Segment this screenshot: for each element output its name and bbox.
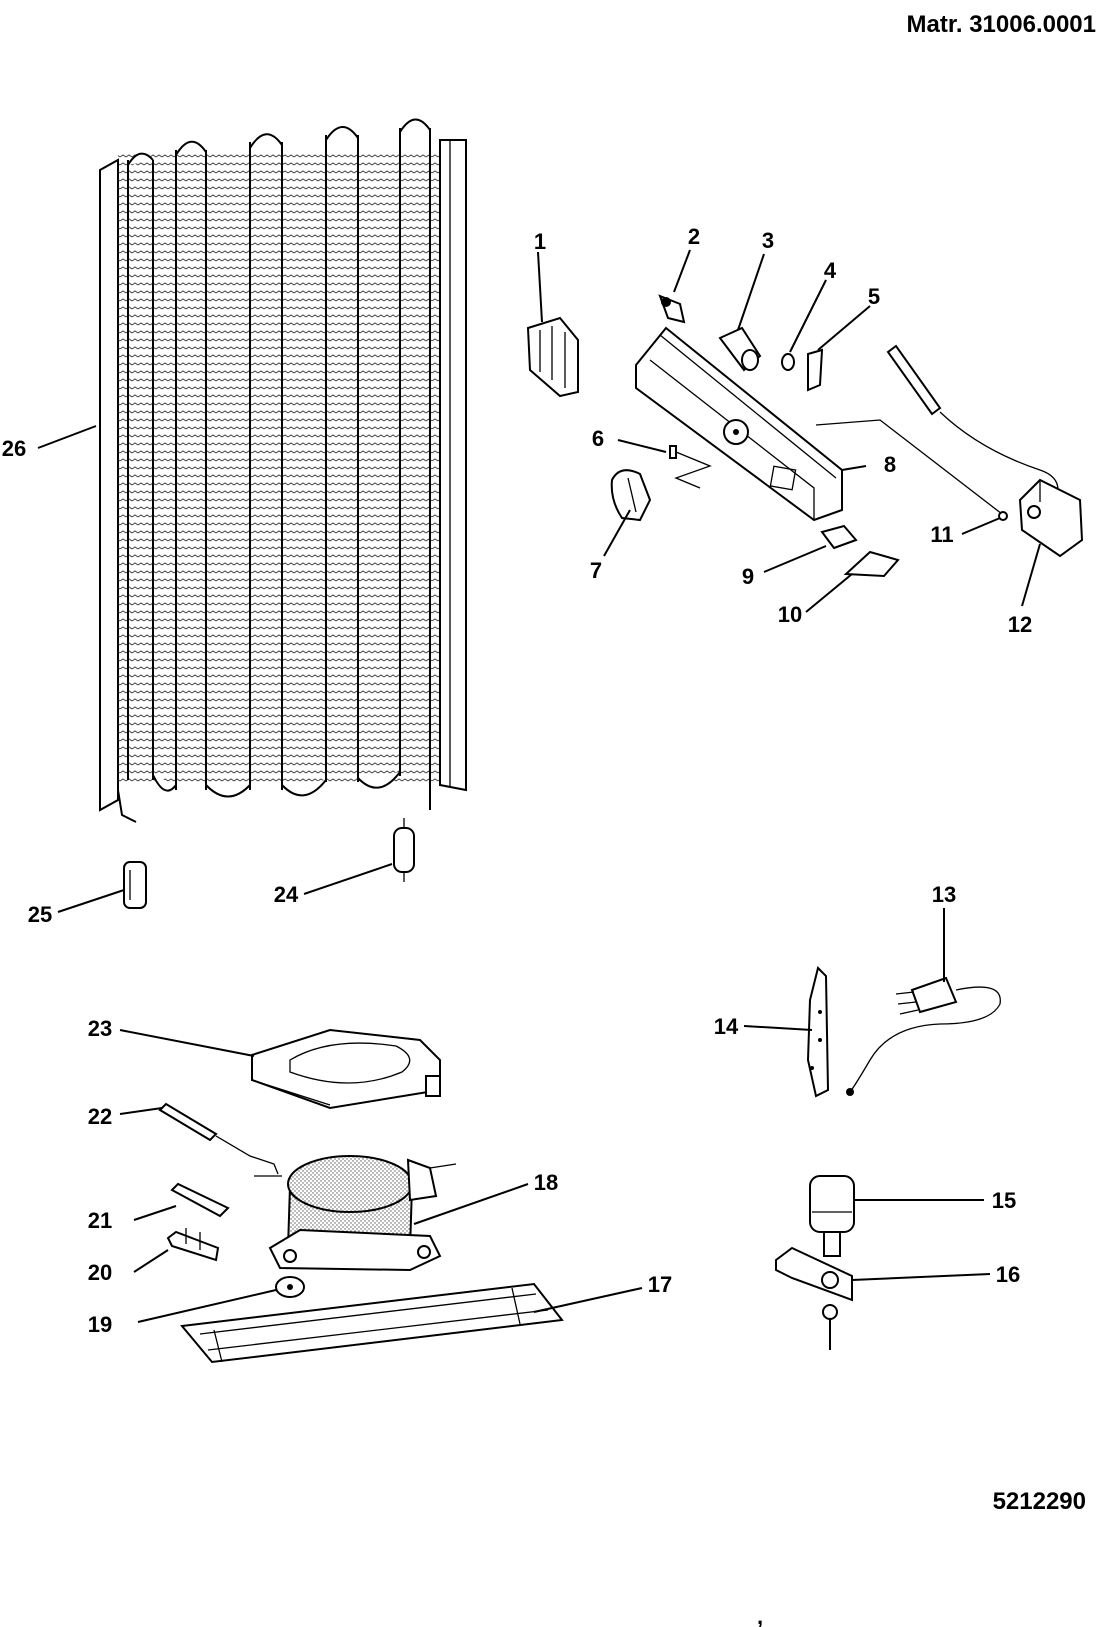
pin-part-6 [669, 445, 712, 489]
callout-22: 22 [88, 1104, 112, 1129]
callout-20: 20 [88, 1260, 112, 1285]
callout-26: 26 [2, 436, 26, 461]
cable-clamp-part-14 [806, 966, 830, 1098]
base-plate-part-17 [180, 1282, 564, 1364]
callout-10: 10 [778, 602, 802, 627]
callout-24: 24 [274, 882, 299, 907]
bracket-part-1 [526, 316, 579, 398]
callout-9: 9 [742, 564, 754, 589]
callout-4: 4 [824, 258, 837, 283]
callout-11: 11 [930, 522, 953, 547]
connector-block-part-12 [1018, 478, 1084, 558]
screw-part-2 [658, 294, 686, 324]
callout-21: 21 [88, 1208, 112, 1233]
washer-part-4 [781, 353, 795, 371]
light-cover-part-10 [843, 550, 900, 578]
callout-15: 15 [992, 1188, 1016, 1213]
callout-18: 18 [534, 1170, 558, 1195]
callout-2: 2 [688, 224, 700, 249]
matr-code: Matr. 31006.0001 [907, 11, 1096, 38]
leader-lines [37, 249, 1041, 1323]
callout-8: 8 [884, 452, 896, 477]
knob-part-7 [610, 469, 652, 522]
clip-part-9 [820, 524, 858, 550]
callout-13: 13 [932, 882, 956, 907]
tube-sleeve-part [123, 861, 147, 909]
clip-part-21 [170, 1182, 230, 1218]
callout-5: 5 [868, 284, 880, 309]
callout-3: 3 [762, 228, 774, 253]
callout-12: 12 [1008, 612, 1032, 637]
callout-17: 17 [648, 1272, 672, 1297]
callout-16: 16 [996, 1262, 1020, 1287]
compressor-mount-part-23 [251, 1028, 441, 1110]
drier-filter-part [393, 818, 415, 882]
grommet-part-19 [275, 1276, 305, 1298]
callout-25: 25 [28, 902, 52, 927]
stray-mark: , [757, 1604, 763, 1627]
power-cord-part-13 [846, 976, 1001, 1096]
callout-labels: 1 2 3 4 5 6 7 8 9 10 11 12 13 14 15 16 1… [2, 224, 1032, 1337]
process-tube-part-22 [158, 1102, 279, 1175]
callout-7: 7 [590, 558, 602, 583]
bracket-part-16 [775, 1246, 853, 1350]
relay-part-15 [809, 1175, 855, 1257]
callout-19: 19 [88, 1312, 112, 1337]
callout-1: 1 [534, 229, 546, 254]
lamp-holder-part-3 [718, 326, 762, 372]
compressor-part-18 [254, 1155, 457, 1272]
clamp-part-20 [166, 1228, 220, 1262]
callout-14: 14 [714, 1014, 739, 1039]
lamp-part-5 [807, 348, 824, 392]
capillary-bulb-part [815, 344, 1059, 515]
thermostat-housing-part-8 [635, 326, 843, 522]
callout-6: 6 [592, 426, 604, 451]
callout-23: 23 [88, 1016, 112, 1041]
sensor-part-11 [998, 511, 1008, 521]
condenser-part [99, 118, 467, 823]
drawing-number: 5212290 [993, 1488, 1086, 1515]
